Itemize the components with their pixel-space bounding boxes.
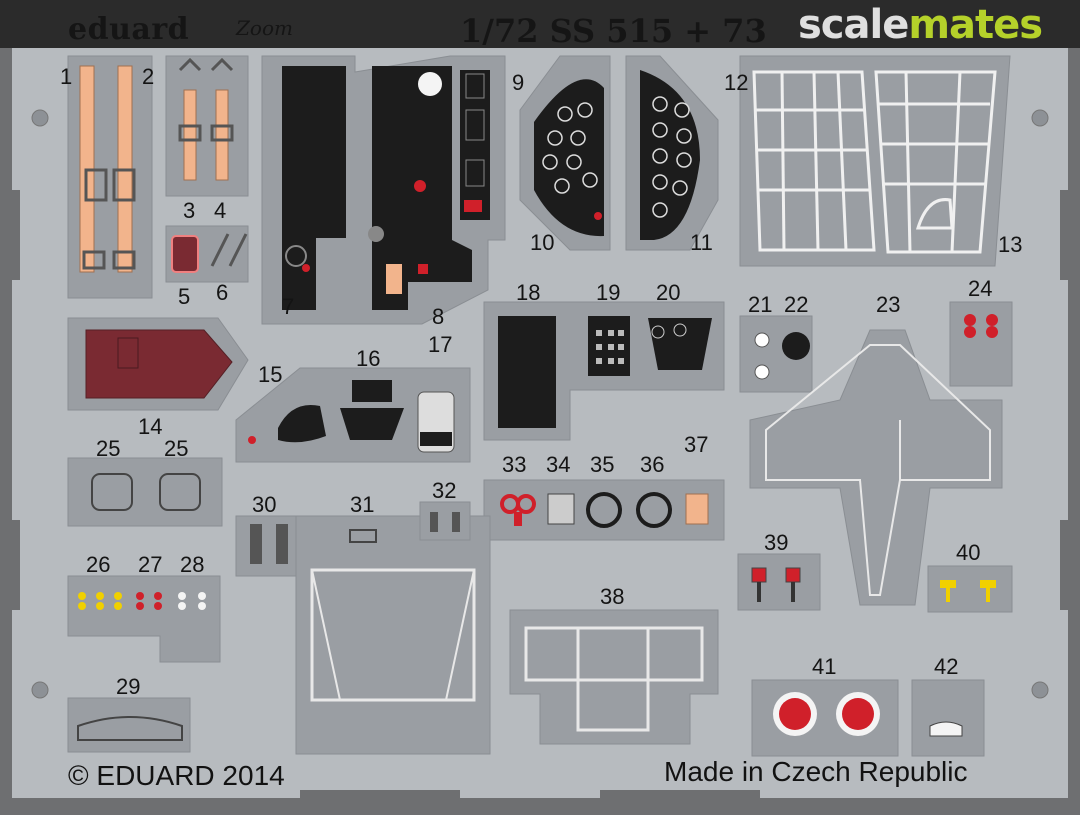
part-14-shape [85, 329, 233, 399]
mounting-hole [1031, 109, 1049, 127]
instrument-side-panels [282, 66, 490, 310]
part-number: 1 [60, 64, 73, 89]
part-number: 6 [216, 280, 229, 305]
part-number: 12 [724, 70, 749, 95]
watermark: scalemates [798, 2, 1043, 48]
part-32-carrier [419, 501, 471, 541]
set-code: 1/72 SS 515 + 73 [460, 12, 767, 50]
part-5-shape [171, 235, 199, 273]
origin-text: Made in Czech Republic [664, 756, 968, 787]
part-12-13-carrier [739, 55, 1011, 267]
part-number: 4 [214, 198, 227, 223]
part-40-shape [940, 580, 996, 602]
part-22-shape [782, 332, 810, 360]
header-bar [0, 0, 1080, 48]
parts-30-32-shapes [250, 512, 476, 702]
part-number: 20 [656, 280, 681, 305]
part-29-carrier [67, 697, 191, 753]
part-42-carrier [911, 679, 985, 757]
part-number: 18 [516, 280, 541, 305]
part-number: 34 [546, 452, 571, 477]
part-21-shape [754, 332, 770, 348]
part-42-shape [929, 721, 963, 737]
parts-26-28-shapes [78, 592, 206, 610]
part-number: 13 [998, 232, 1023, 257]
part-24-shape [964, 314, 998, 338]
part-number: 37 [684, 432, 709, 457]
part-number: 3 [183, 198, 196, 223]
part-number: 41 [812, 654, 837, 679]
part-21b-shape [754, 364, 770, 380]
part-23-shape [765, 344, 991, 596]
part-number: 24 [968, 276, 993, 301]
parts-33-37-shapes [500, 492, 709, 528]
canopy-frames [752, 70, 997, 254]
zoom-logo: Zoom [236, 16, 293, 40]
part-24-carrier [949, 301, 1013, 387]
mounting-hole [31, 109, 49, 127]
part-38-shape [524, 626, 704, 732]
part-14-detail [117, 337, 139, 369]
part-number: 26 [86, 552, 111, 577]
instrument-panels [534, 70, 700, 240]
part-29-shape [77, 716, 183, 741]
part-number: 29 [116, 674, 141, 699]
part-number: 14 [138, 414, 163, 439]
part-number: 10 [530, 230, 555, 255]
part-number: 21 [748, 292, 773, 317]
part-number: 9 [512, 70, 525, 95]
part-number: 17 [428, 332, 453, 357]
seat-belt-parts [79, 57, 234, 273]
part-39-carrier [737, 553, 821, 611]
copyright-text: © EDUARD 2014 [68, 760, 285, 791]
part-number: 39 [764, 530, 789, 555]
part-number: 8 [432, 304, 445, 329]
part-number: 31 [350, 492, 375, 517]
part-number: 40 [956, 540, 981, 565]
part-number: 33 [502, 452, 527, 477]
part-23-carrier [749, 329, 1003, 606]
part-6-shape [210, 233, 248, 267]
part-number: 2 [142, 64, 155, 89]
part-number: 22 [784, 292, 809, 317]
part-number: 30 [252, 492, 277, 517]
part-number: 7 [282, 294, 295, 319]
part-number: 28 [180, 552, 205, 577]
part-number: 16 [356, 346, 381, 371]
parts-15-17-shapes [248, 380, 455, 453]
parts-18-20-shapes [498, 316, 712, 428]
part-number: 36 [640, 452, 665, 477]
part-38-carrier [509, 609, 719, 745]
part-39-shape [751, 567, 801, 602]
part-40-carrier [927, 565, 1013, 613]
part-number: 15 [258, 362, 283, 387]
part-number: 25 [164, 436, 189, 461]
part-number: 32 [432, 478, 457, 503]
part-number: 27 [138, 552, 163, 577]
part-number: 23 [876, 292, 901, 317]
watermark-scale: scale [798, 2, 909, 48]
part-number: 38 [600, 584, 625, 609]
part-number: 19 [596, 280, 621, 305]
watermark-mates: mates [908, 2, 1043, 48]
part-number: 5 [178, 284, 191, 309]
brand-logo: eduard [68, 12, 190, 47]
part-41-shape [773, 692, 880, 736]
mounting-hole [31, 681, 49, 699]
mounting-hole [1031, 681, 1049, 699]
part-25-carrier [67, 457, 223, 527]
part-number: 11 [690, 230, 713, 255]
part-number: 25 [96, 436, 121, 461]
part-3-4-carrier [165, 55, 249, 197]
part-number: 35 [590, 452, 615, 477]
part-25-shapes [91, 473, 201, 511]
part-number: 42 [934, 654, 959, 679]
